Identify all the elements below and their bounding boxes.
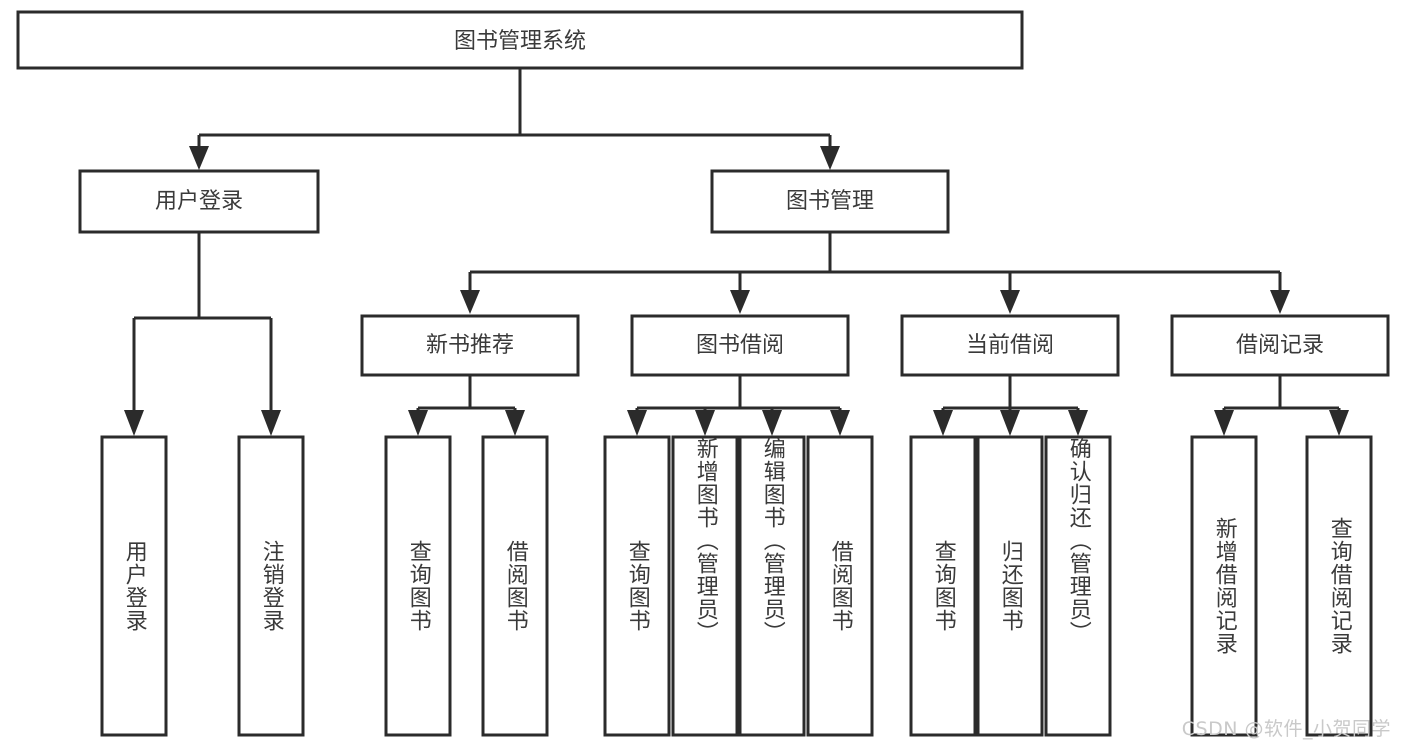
arrow-head-borrow-record-leaf-2 — [1329, 410, 1349, 436]
node-root-label: 图书管理系统 — [454, 29, 586, 54]
arrow-head-to-borrow-record — [1270, 290, 1290, 314]
node-new-book-recommend-label: 新书推荐 — [426, 333, 514, 358]
node-book-borrow-label: 图书借阅 — [696, 333, 784, 358]
node-book-borrow[interactable]: 图书借阅 — [630, 314, 850, 377]
node-root[interactable]: 图书管理系统 — [16, 10, 1024, 70]
arrow-head-book-borrow-leaf-1 — [627, 410, 647, 436]
leaf-box-current-borrow-2[interactable] — [1044, 435, 1112, 737]
leaf-box-new-book-0[interactable] — [384, 435, 452, 737]
arrow-head-current-borrow-leaf-1 — [933, 410, 953, 436]
connector-root-to-level2 — [189, 68, 840, 170]
node-current-borrow-label: 当前借阅 — [966, 333, 1054, 358]
leaf-box-book-borrow-2[interactable] — [738, 435, 806, 737]
arrow-head-user-login-leaf-2 — [261, 410, 281, 436]
leaf-box-new-book-1[interactable] — [481, 435, 549, 737]
node-book-borrow-box[interactable] — [630, 314, 850, 377]
arrow-head-current-borrow-leaf-2 — [1000, 410, 1020, 436]
leaf-box-user-login-0[interactable] — [100, 435, 168, 737]
node-current-borrow-box[interactable] — [900, 314, 1120, 377]
node-new-book-recommend-box[interactable] — [360, 314, 580, 377]
arrow-head-borrow-record-leaf-1 — [1214, 410, 1234, 436]
arrow-head-user-login-leaf-1 — [124, 410, 144, 436]
node-root-box[interactable] — [16, 10, 1024, 70]
arrow-head-new-book-leaf-1 — [408, 410, 428, 436]
arrow-head-to-user-login — [189, 146, 209, 170]
connector-book-manage-to-level3 — [460, 232, 1290, 314]
node-book-manage-label: 图书管理 — [786, 189, 874, 214]
arrow-head-book-borrow-leaf-2 — [695, 410, 715, 436]
leaf-box-user-login-1[interactable] — [237, 435, 305, 737]
node-borrow-record[interactable]: 借阅记录 — [1170, 314, 1390, 377]
node-book-manage[interactable]: 图书管理 — [710, 169, 950, 234]
arrow-head-to-new-book — [460, 290, 480, 314]
connector-book-borrow-to-leaves — [627, 375, 850, 436]
arrow-head-book-borrow-leaf-3 — [762, 410, 782, 436]
leaf-box-current-borrow-1[interactable] — [976, 435, 1044, 737]
leaf-box-book-borrow-3[interactable] — [806, 435, 874, 737]
node-borrow-record-box[interactable] — [1170, 314, 1390, 377]
arrow-head-book-borrow-leaf-4 — [830, 410, 850, 436]
arrow-head-to-current-borrow — [1000, 290, 1020, 314]
leaf-box-book-borrow-1[interactable] — [671, 435, 739, 737]
connector-current-borrow-to-leaves — [933, 375, 1088, 436]
node-book-manage-box[interactable] — [710, 169, 950, 234]
arrow-head-new-book-leaf-2 — [505, 410, 525, 436]
connector-new-book-to-leaves — [408, 375, 525, 436]
leaf-box-book-borrow-0[interactable] — [603, 435, 671, 737]
leaf-box-current-borrow-0[interactable] — [909, 435, 977, 737]
arrow-head-to-book-manage — [820, 146, 840, 170]
node-borrow-record-label: 借阅记录 — [1236, 333, 1324, 358]
node-user-login-label: 用户登录 — [155, 189, 243, 214]
connector-borrow-record-to-leaves — [1214, 375, 1349, 436]
node-new-book-recommend[interactable]: 新书推荐 — [360, 314, 580, 377]
node-user-login[interactable]: 用户登录 — [78, 169, 320, 234]
leaf-box-borrow-record-1[interactable] — [1305, 435, 1373, 737]
connector-user-login-to-leaves — [124, 232, 281, 436]
leaf-box-borrow-record-0[interactable] — [1190, 435, 1258, 737]
node-current-borrow[interactable]: 当前借阅 — [900, 314, 1120, 377]
arrow-head-to-book-borrow — [730, 290, 750, 314]
arrow-head-current-borrow-leaf-3 — [1068, 410, 1088, 436]
